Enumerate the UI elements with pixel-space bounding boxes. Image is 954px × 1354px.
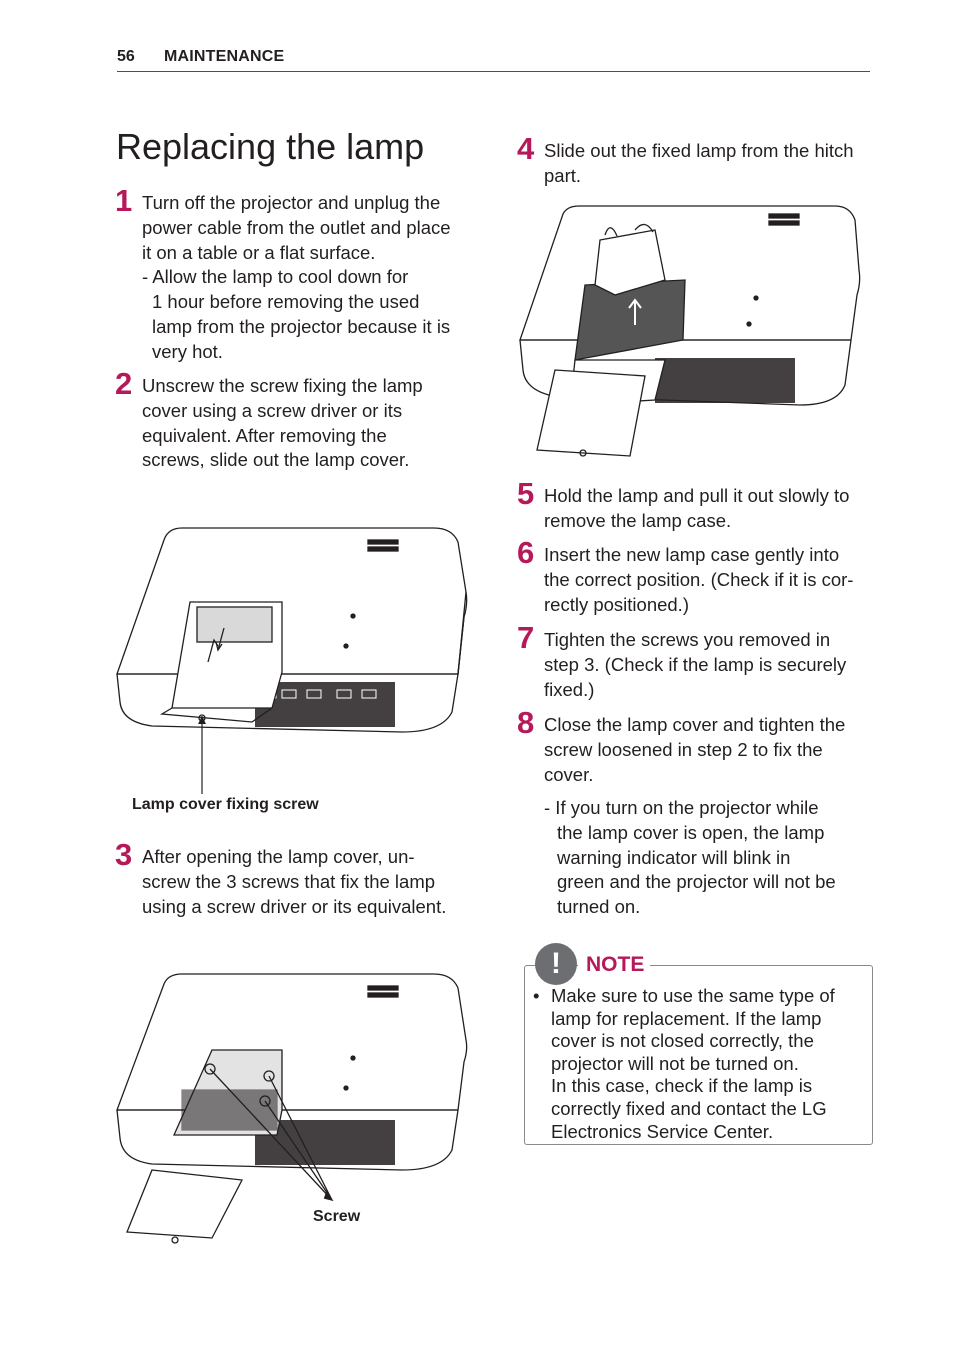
figure-caption: Screw — [313, 1208, 361, 1225]
step-text: Unscrew the screw fixing the lamp cover … — [142, 375, 423, 471]
projector-lamp-removal-illustration — [519, 205, 861, 457]
page-number: 56 — [117, 48, 135, 65]
exclamation-icon: ! — [535, 943, 577, 985]
step-text: Slide out the fixed lamp from the hitch … — [544, 140, 854, 186]
step-3: 3 After opening the lamp cover, un- scre… — [115, 838, 482, 919]
step-number: 6 — [517, 535, 535, 570]
step-subnote: - Allow the lamp to cool down for 1 hour… — [142, 266, 451, 362]
step-number: 4 — [517, 131, 535, 166]
figure-caption: Lamp cover fixing screw — [132, 796, 319, 813]
step-2: 2 Unscrew the screw fixing the lamp cove… — [115, 367, 482, 473]
step-text: After opening the lamp cover, un- screw … — [142, 846, 447, 917]
step-text: Tighten the screws you removed in step 3… — [544, 629, 847, 700]
projector-lamp-cover-illustration — [116, 527, 468, 733]
step-number: 2 — [115, 366, 133, 401]
step-7: 7 Tighten the screws you removed in step… — [517, 621, 884, 702]
step-4: 4 Slide out the fixed lamp from the hitc… — [517, 132, 884, 189]
note-text: Make sure to use the same type of lamp f… — [551, 985, 835, 1142]
step-text: Close the lamp cover and tighten the scr… — [544, 714, 846, 785]
step-5: 5 Hold the lamp and pull it out slowly t… — [517, 477, 884, 534]
note-box — [524, 965, 873, 1145]
projector-screws-illustration — [116, 973, 468, 1244]
step-number: 1 — [115, 183, 133, 218]
page-title: Replacing the lamp — [116, 126, 425, 167]
step-6: 6 Insert the new lamp case gently into t… — [517, 536, 884, 617]
step-8: 8 Close the lamp cover and tighten the s… — [517, 706, 884, 919]
step-number: 7 — [517, 620, 535, 655]
note-bullet: • — [533, 985, 540, 1006]
step-number: 3 — [115, 837, 133, 872]
step-1: 1 Turn off the projector and unplug the … — [115, 184, 482, 365]
step-number: 8 — [517, 705, 535, 740]
leader-line — [198, 716, 206, 794]
header-rule — [117, 71, 870, 72]
step-text: Insert the new lamp case gently into the… — [544, 544, 854, 615]
step-subnote: - If you turn on the projector while the… — [544, 797, 836, 917]
section-title: MAINTENANCE — [164, 48, 285, 65]
note-label: NOTE — [586, 953, 649, 977]
step-number: 5 — [517, 476, 535, 511]
step-text: Turn off the projector and unplug the po… — [142, 192, 451, 263]
step-text: Hold the lamp and pull it out slowly to … — [544, 485, 850, 531]
